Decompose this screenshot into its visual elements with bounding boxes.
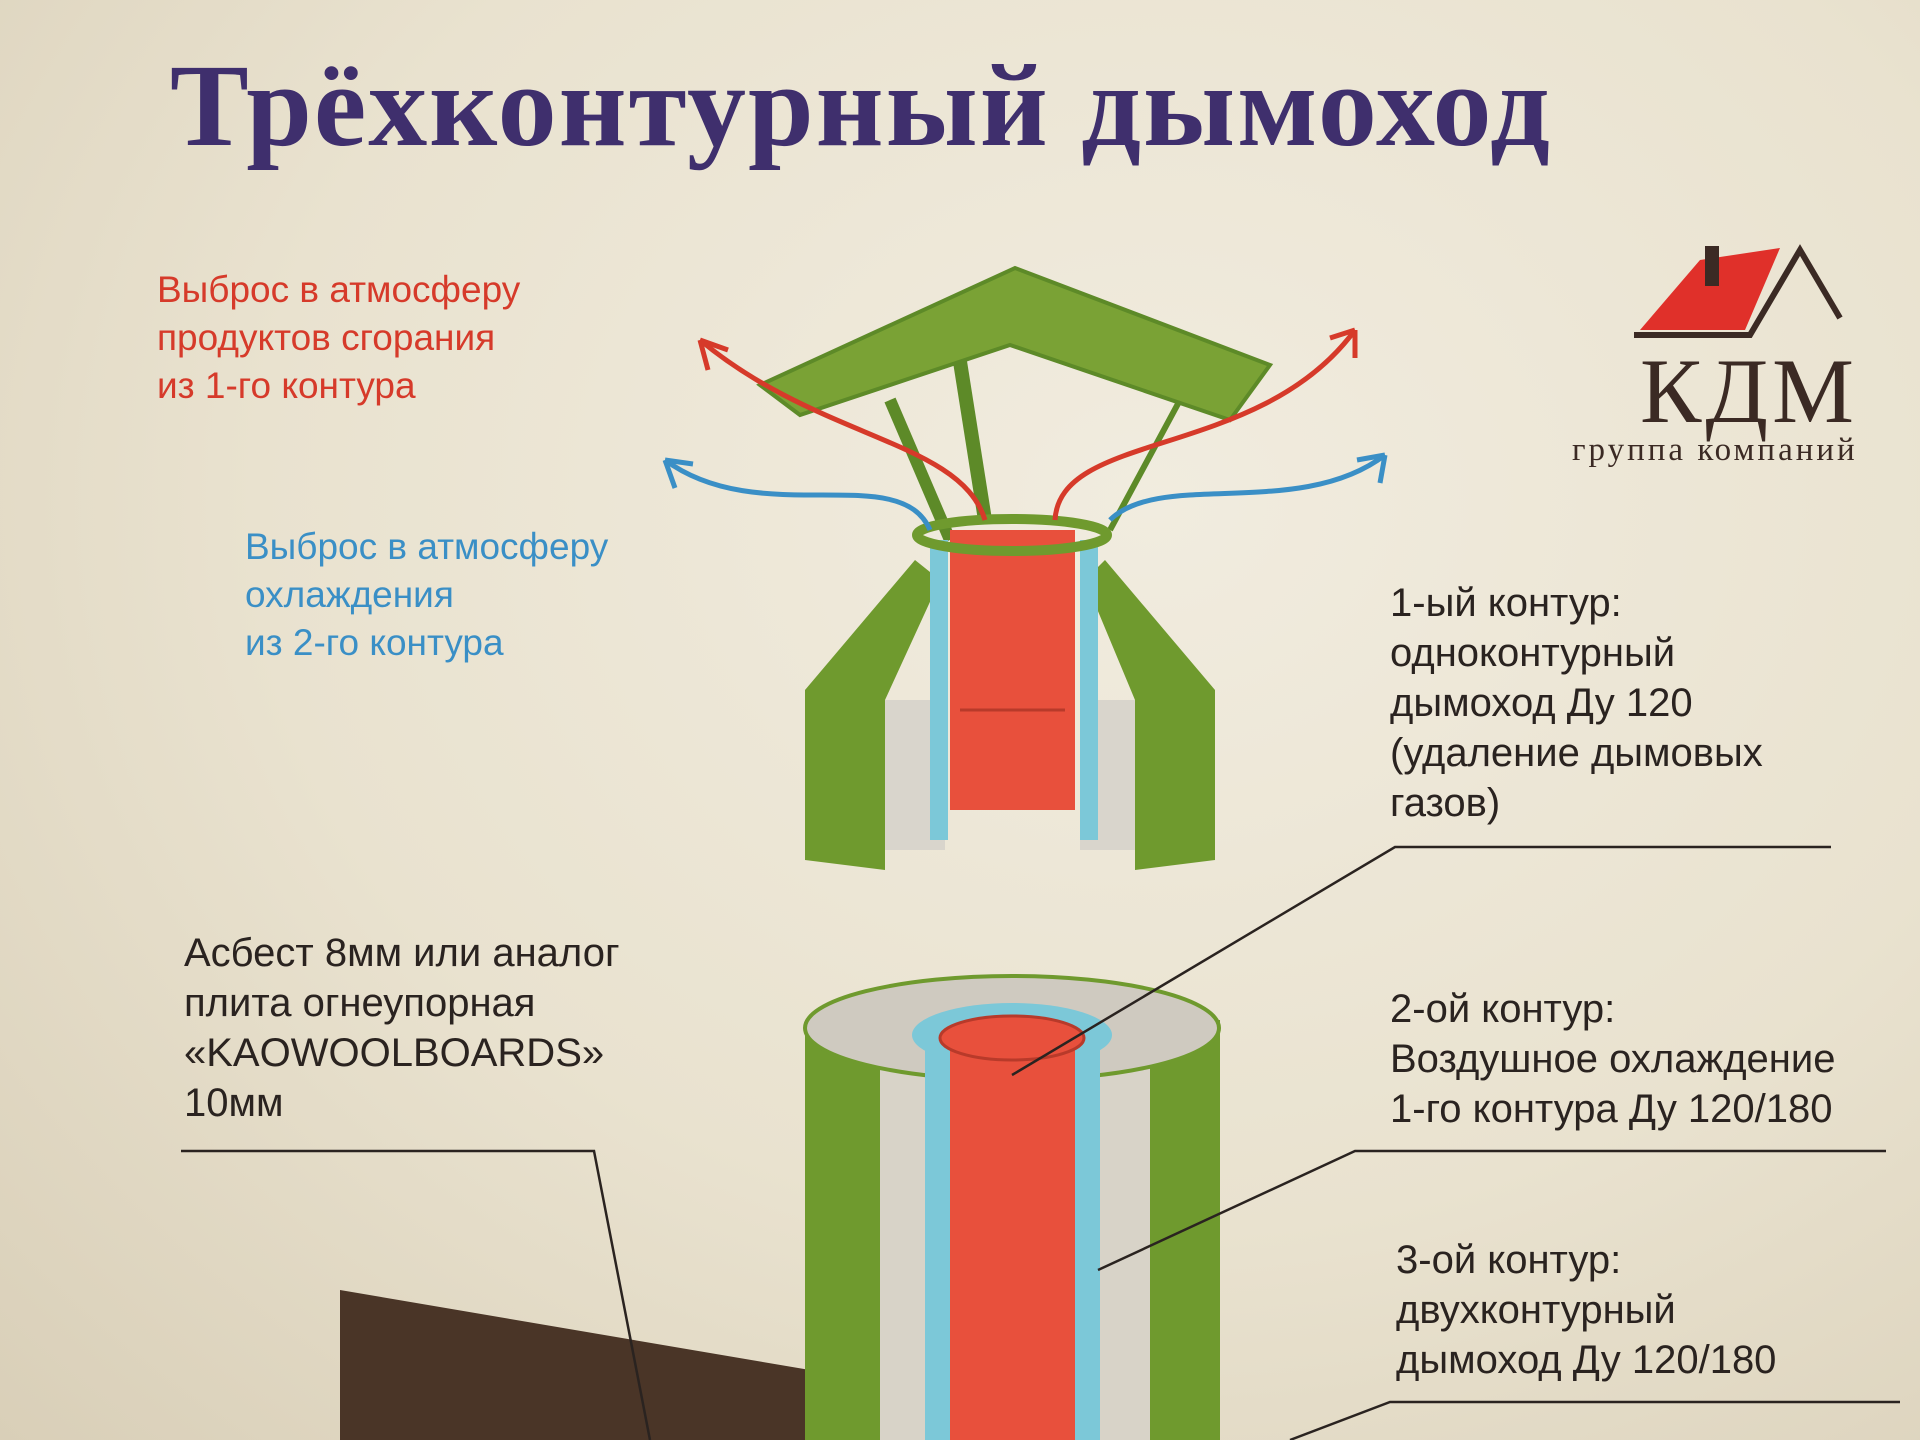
contour3-label: 3-ой контур: двухконтурный дымоход Ду 12… xyxy=(1396,1238,1777,1382)
cooling-exhaust-note: Выброс в атмосферу охлаждения из 2-го ко… xyxy=(245,526,609,663)
logo-roof-icon xyxy=(1634,244,1843,338)
flue-gas-arrows xyxy=(697,327,1358,521)
logo-subtitle: группа компаний xyxy=(1572,432,1858,468)
page-title: Трёхконтурный дымоход xyxy=(170,40,1552,171)
logo-name: КДМ xyxy=(1640,340,1858,442)
chimney-cap xyxy=(756,265,1274,870)
contour1-label: 1-ый контур: одноконтурный дымоход Ду 12… xyxy=(1390,581,1763,825)
wood-board xyxy=(340,1290,810,1440)
chimney-pipe-section xyxy=(803,974,1221,1440)
leader-lines xyxy=(181,845,1900,1440)
flue-exhaust-note: Выброс в атмосферу продуктов сгорания из… xyxy=(157,269,521,406)
cooling-air-arrows xyxy=(662,452,1388,532)
insulation-label: Асбест 8мм или аналог плита огнеупорная … xyxy=(184,931,620,1125)
contour2-label: 2-ой контур: Воздушное охлаждение 1-го к… xyxy=(1390,987,1836,1131)
